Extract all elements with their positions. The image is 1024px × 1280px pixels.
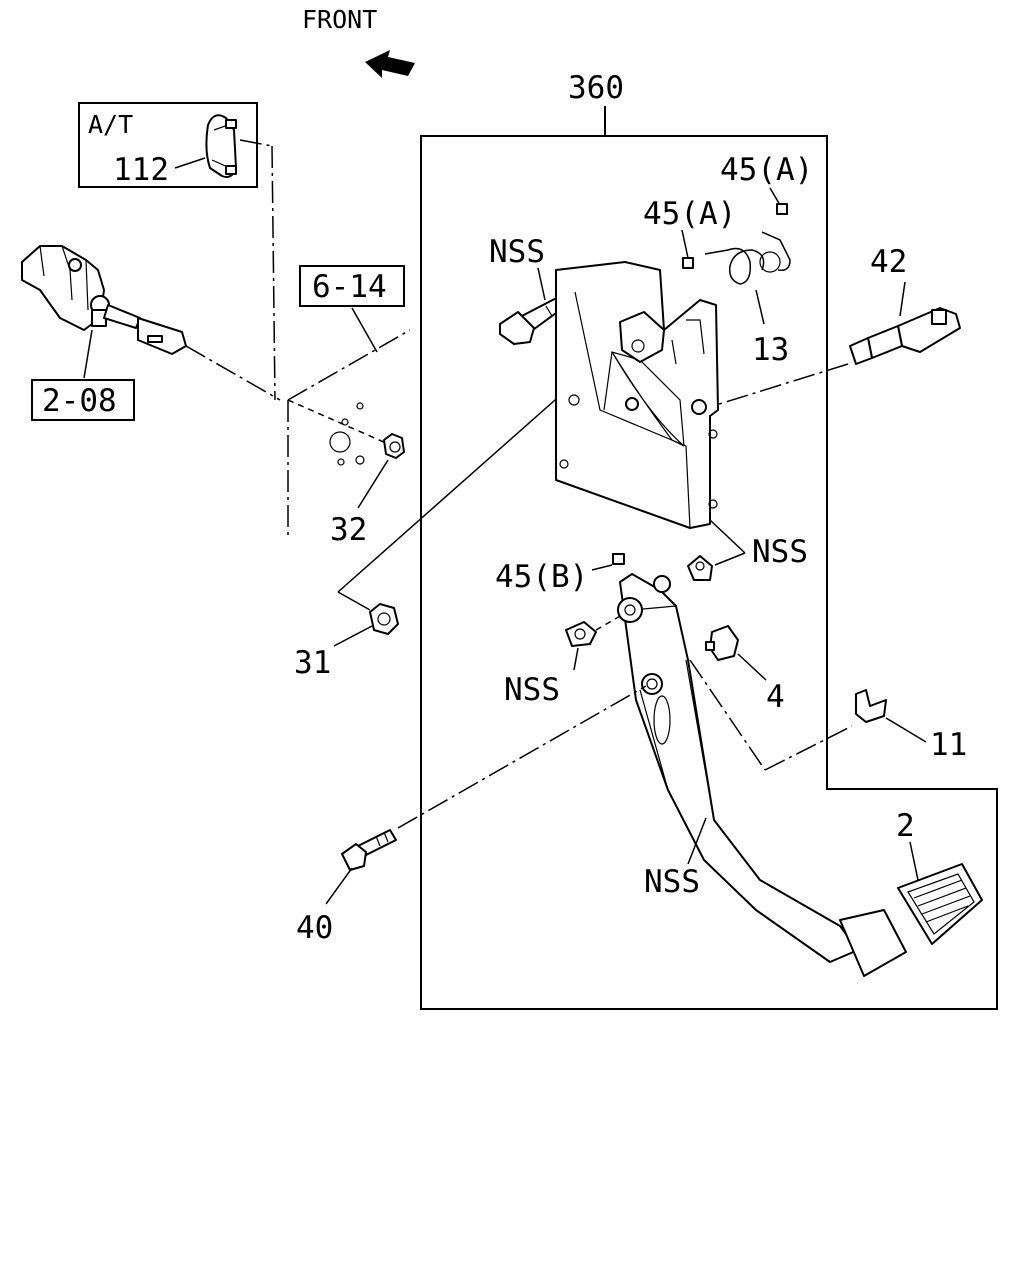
nss-bushing-label: NSS xyxy=(504,672,560,708)
clip-11-icon xyxy=(855,689,887,723)
part-32-leader xyxy=(357,459,389,509)
line-112-b xyxy=(271,145,276,401)
nut-31-icon xyxy=(369,603,399,635)
part-11-leader xyxy=(885,717,927,743)
part-4-leader xyxy=(737,653,767,681)
nut-45a-right-icon xyxy=(776,203,788,215)
firewall-holes xyxy=(329,402,365,466)
firewall-top-line xyxy=(287,329,411,401)
part-4-label: 4 xyxy=(766,679,785,715)
part-13-leader xyxy=(755,289,765,325)
clip-11-line-b xyxy=(764,725,853,771)
part-31-label: 31 xyxy=(294,645,331,681)
nut-32-line xyxy=(287,399,387,444)
part-2-label: 2 xyxy=(896,808,915,844)
part-45a-left-label: 45(A) xyxy=(643,196,736,232)
part-45a-right-leader xyxy=(769,187,781,206)
clip-11-line-a xyxy=(689,659,766,771)
ref-2-08-leader xyxy=(83,329,93,379)
nss-pedal-leader xyxy=(687,817,707,865)
part-42-label: 42 xyxy=(870,244,907,280)
front-label: FRONT xyxy=(302,5,377,34)
ref-2-08-label: 2-08 xyxy=(42,383,117,419)
nut-31-line-b xyxy=(337,591,371,611)
nut-45b-icon xyxy=(612,553,625,565)
ref-6-14-label: 6-14 xyxy=(312,269,387,305)
nut-31-line-a xyxy=(337,384,573,593)
nut-32-icon xyxy=(383,433,405,459)
nss-bolt-label: NSS xyxy=(489,234,545,270)
switch-42-line xyxy=(699,363,849,411)
part-112-leader xyxy=(174,157,206,169)
part-40-label: 40 xyxy=(296,910,333,946)
part-112-label: 112 xyxy=(113,152,169,188)
bolt-40-icon xyxy=(341,829,397,871)
gasket-112-icon xyxy=(205,114,237,178)
stopper-4-icon xyxy=(705,625,739,661)
pedal-bracket-icon xyxy=(555,261,719,529)
part-45b-leader xyxy=(591,564,613,571)
nss-bracket-leader-a xyxy=(709,519,746,554)
part-31-leader xyxy=(333,625,373,647)
front-arrow-icon xyxy=(365,50,415,78)
part-11-label: 11 xyxy=(930,727,967,763)
part-13-label: 13 xyxy=(752,332,789,368)
ref-2-08-box xyxy=(31,379,135,421)
clutch-pedal-icon xyxy=(617,573,907,977)
master-cylinder-icon xyxy=(21,245,187,355)
bushing-lower-icon xyxy=(565,621,597,647)
at-label: A/T xyxy=(88,110,133,139)
ref-6-14-box xyxy=(299,265,405,307)
pedal-pad-2-icon xyxy=(897,863,983,945)
nss-bolt-leader xyxy=(537,267,546,301)
assembly-number: 360 xyxy=(568,70,624,106)
nss-pedal-label: NSS xyxy=(644,864,700,900)
part-2-leader xyxy=(909,841,919,881)
assembly-boundary xyxy=(420,135,998,1010)
ref-6-14-leader xyxy=(351,307,378,353)
switch-42-icon xyxy=(849,307,961,365)
part-45a-left-leader xyxy=(681,229,689,259)
pushrod-line xyxy=(185,345,281,401)
bolt-40-line xyxy=(397,685,647,829)
nss-bracket-leader-b xyxy=(714,552,746,566)
part-32-label: 32 xyxy=(330,512,367,548)
spring-13-icon xyxy=(704,231,791,285)
part-45a-right-label: 45(A) xyxy=(720,152,813,188)
nss-bracket-label: NSS xyxy=(752,534,808,570)
part-45b-label: 45(B) xyxy=(495,559,588,595)
nss-bushing-leader xyxy=(573,647,579,671)
at-inset-box xyxy=(78,102,258,188)
nut-45a-left-icon xyxy=(682,257,694,269)
part-42-leader xyxy=(899,281,906,317)
part-40-leader xyxy=(325,867,353,905)
line-112-a xyxy=(239,139,273,147)
bushing-lower-line xyxy=(595,614,623,631)
bushing-upper-icon xyxy=(687,555,713,581)
